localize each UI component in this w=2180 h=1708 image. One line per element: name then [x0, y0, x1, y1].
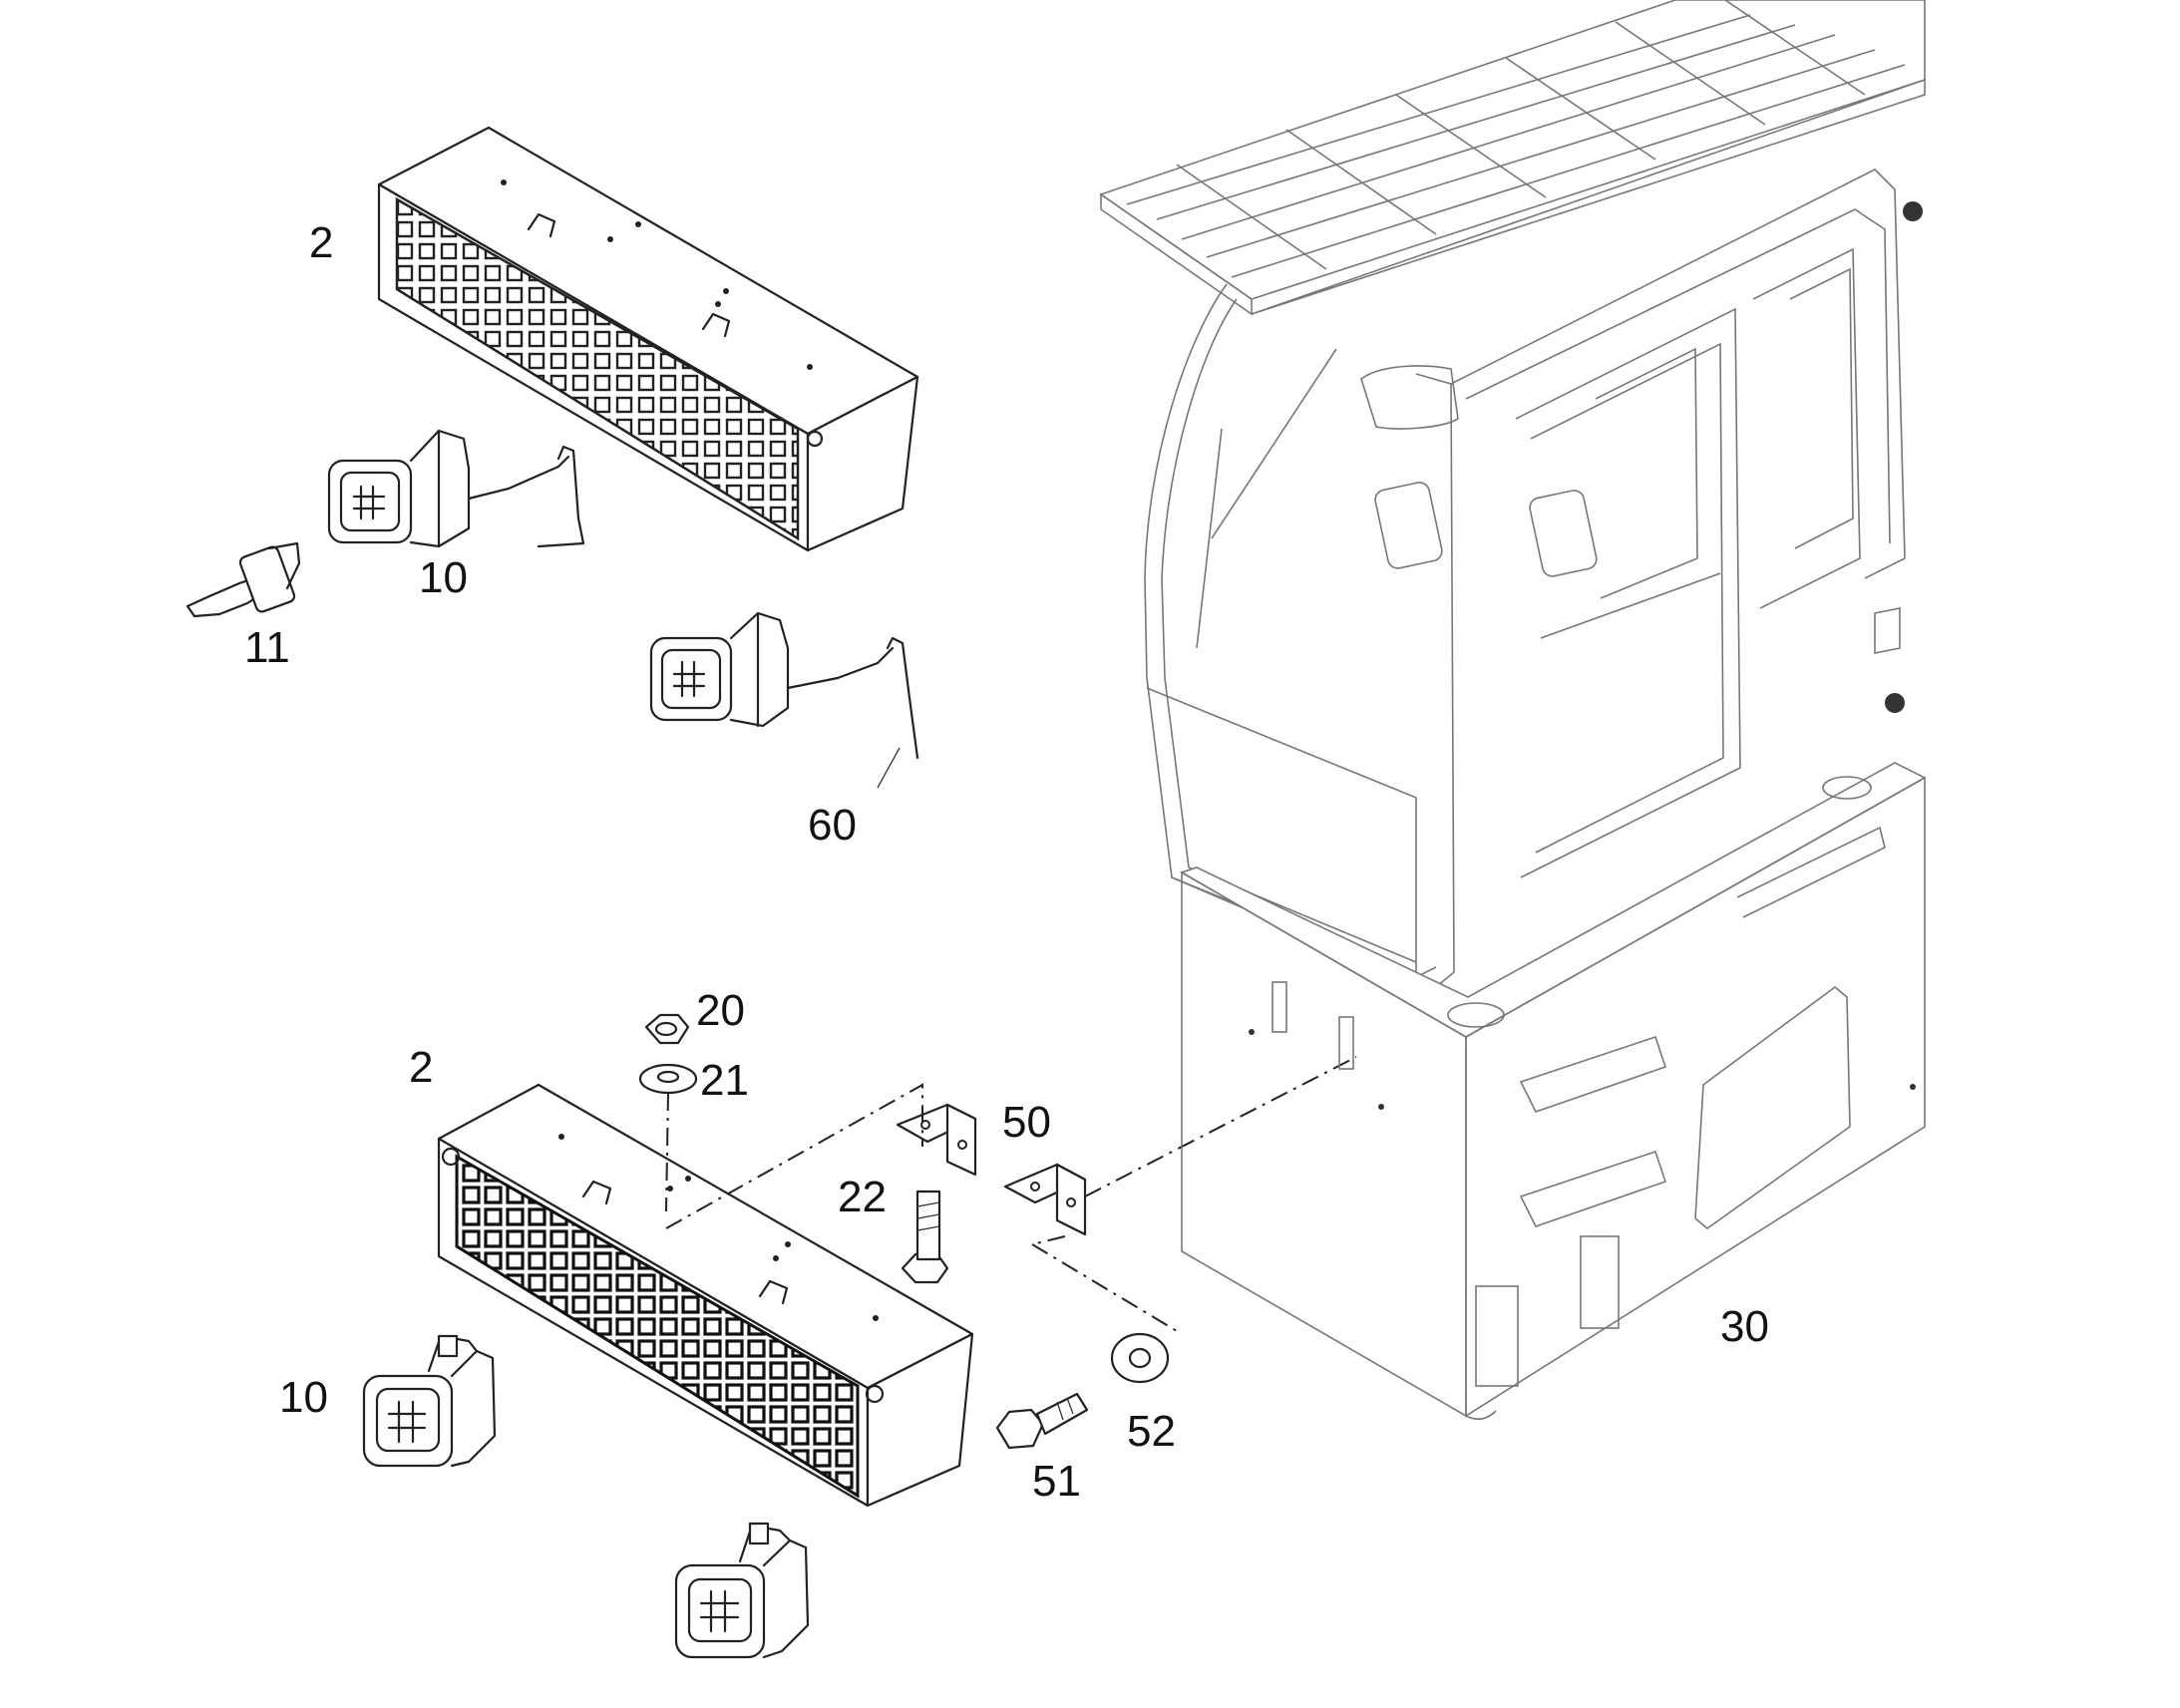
callout-bracket: 50 — [1002, 1098, 1051, 1147]
washer-large — [1110, 1332, 1170, 1384]
bracket-left — [896, 1103, 977, 1177]
work-light-with-harness — [649, 611, 919, 789]
cab — [1099, 0, 1927, 1421]
bulb — [185, 541, 301, 618]
callout-bulb: 11 — [244, 623, 290, 672]
washer-small — [638, 1063, 698, 1095]
callout-bolt-short: 22 — [838, 1173, 887, 1221]
callout-cab: 30 — [1720, 1302, 1769, 1351]
cab-base — [1180, 762, 1927, 1421]
work-light-lower-2 — [674, 1522, 810, 1659]
callout-work-light-box-upper: 2 — [309, 218, 333, 267]
callout-work-light-box-lower: 2 — [409, 1043, 433, 1092]
work-light-box-lower — [437, 1083, 974, 1508]
bolt-long — [995, 1392, 1089, 1450]
callout-labels: 2 10 11 60 20 21 2 22 50 10 51 52 30 — [244, 218, 1769, 1506]
callout-nut: 20 — [696, 986, 745, 1035]
cab-frame — [1144, 169, 1923, 988]
roof-guard — [1099, 0, 1926, 316]
callout-bolt-long: 51 — [1032, 1457, 1081, 1506]
work-light-lower-1 — [362, 1334, 497, 1468]
callout-work-light-lower: 10 — [279, 1373, 328, 1422]
callout-washer-large: 52 — [1127, 1407, 1176, 1456]
callout-work-light-upper: 10 — [419, 553, 468, 602]
bolt-short — [901, 1190, 949, 1284]
assembly-lines — [665, 1056, 1357, 1332]
callout-washer-small: 21 — [700, 1056, 749, 1105]
callout-wiring-harness: 60 — [808, 801, 857, 850]
bracket — [1003, 1163, 1087, 1236]
work-light-upper — [327, 429, 585, 548]
nut — [644, 1013, 690, 1045]
work-light-box-upper — [377, 126, 919, 552]
